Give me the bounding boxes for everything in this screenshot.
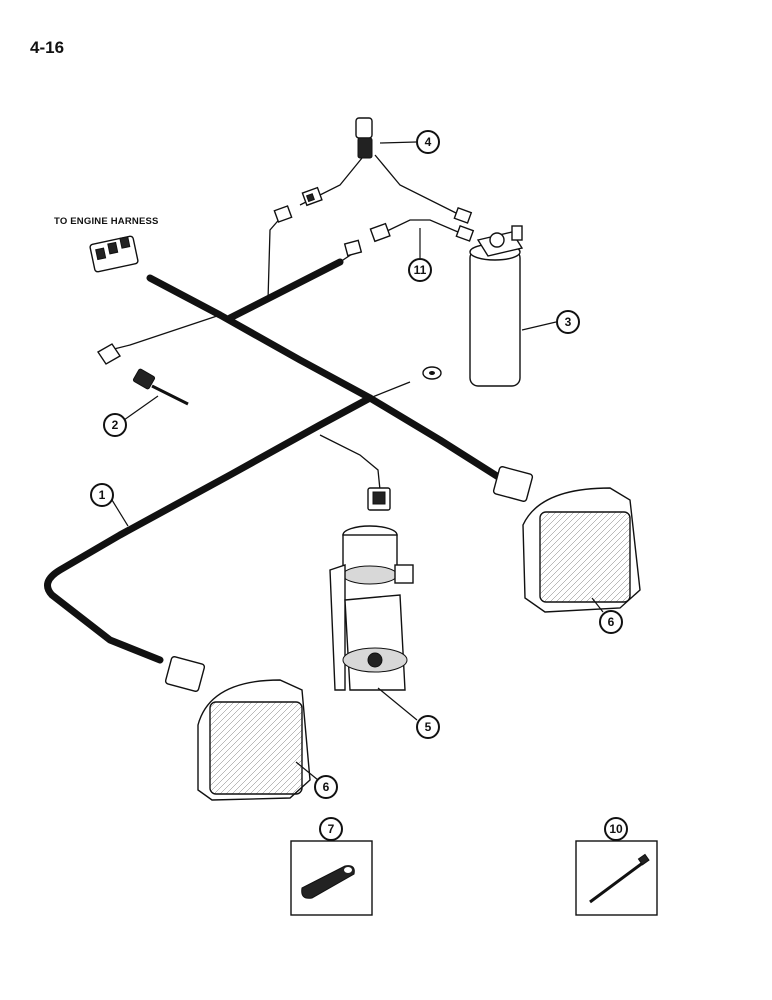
callout-11: 11: [408, 258, 432, 282]
callout-2: 2: [103, 413, 127, 437]
callout-7: 7: [319, 817, 343, 841]
svg-text:1: 1: [99, 488, 106, 502]
svg-text:6: 6: [323, 780, 330, 794]
svg-text:5: 5: [425, 720, 432, 734]
page-number: 4-16: [30, 38, 65, 57]
svg-text:10: 10: [609, 822, 623, 836]
ground-terminal: [422, 366, 442, 380]
callout-6-left: 6: [314, 775, 338, 799]
main-harness: [44, 258, 504, 664]
callout-5: 5: [416, 715, 440, 739]
receiver-drier: [469, 225, 524, 387]
connector-right-lamp: [492, 466, 534, 502]
leader-lines: [111, 141, 604, 781]
switch-assembly: [329, 487, 414, 691]
engine-harness-label: TO ENGINE HARNESS: [54, 216, 159, 227]
callout-10: 10: [604, 817, 628, 841]
callout-1: 1: [90, 483, 114, 507]
connector-left-lamp: [164, 656, 206, 692]
svg-text:3: 3: [565, 315, 572, 329]
callout-6-right: 6: [599, 610, 623, 634]
svg-text:6: 6: [608, 615, 615, 629]
callout-4: 4: [416, 130, 440, 154]
engine-harness-connector: [89, 235, 139, 273]
cable-tie-box: [575, 840, 658, 916]
headlamp-right: [522, 487, 641, 613]
headlamp-left: [197, 679, 311, 801]
branch-connectors: [273, 186, 475, 257]
clip-box: [290, 840, 373, 916]
svg-text:2: 2: [112, 418, 119, 432]
svg-text:7: 7: [328, 822, 335, 836]
temperature-sensor: [97, 343, 189, 406]
svg-text:11: 11: [414, 263, 427, 277]
callout-3: 3: [556, 310, 580, 334]
pressure-switch: [355, 117, 373, 159]
svg-text:4: 4: [425, 135, 432, 149]
